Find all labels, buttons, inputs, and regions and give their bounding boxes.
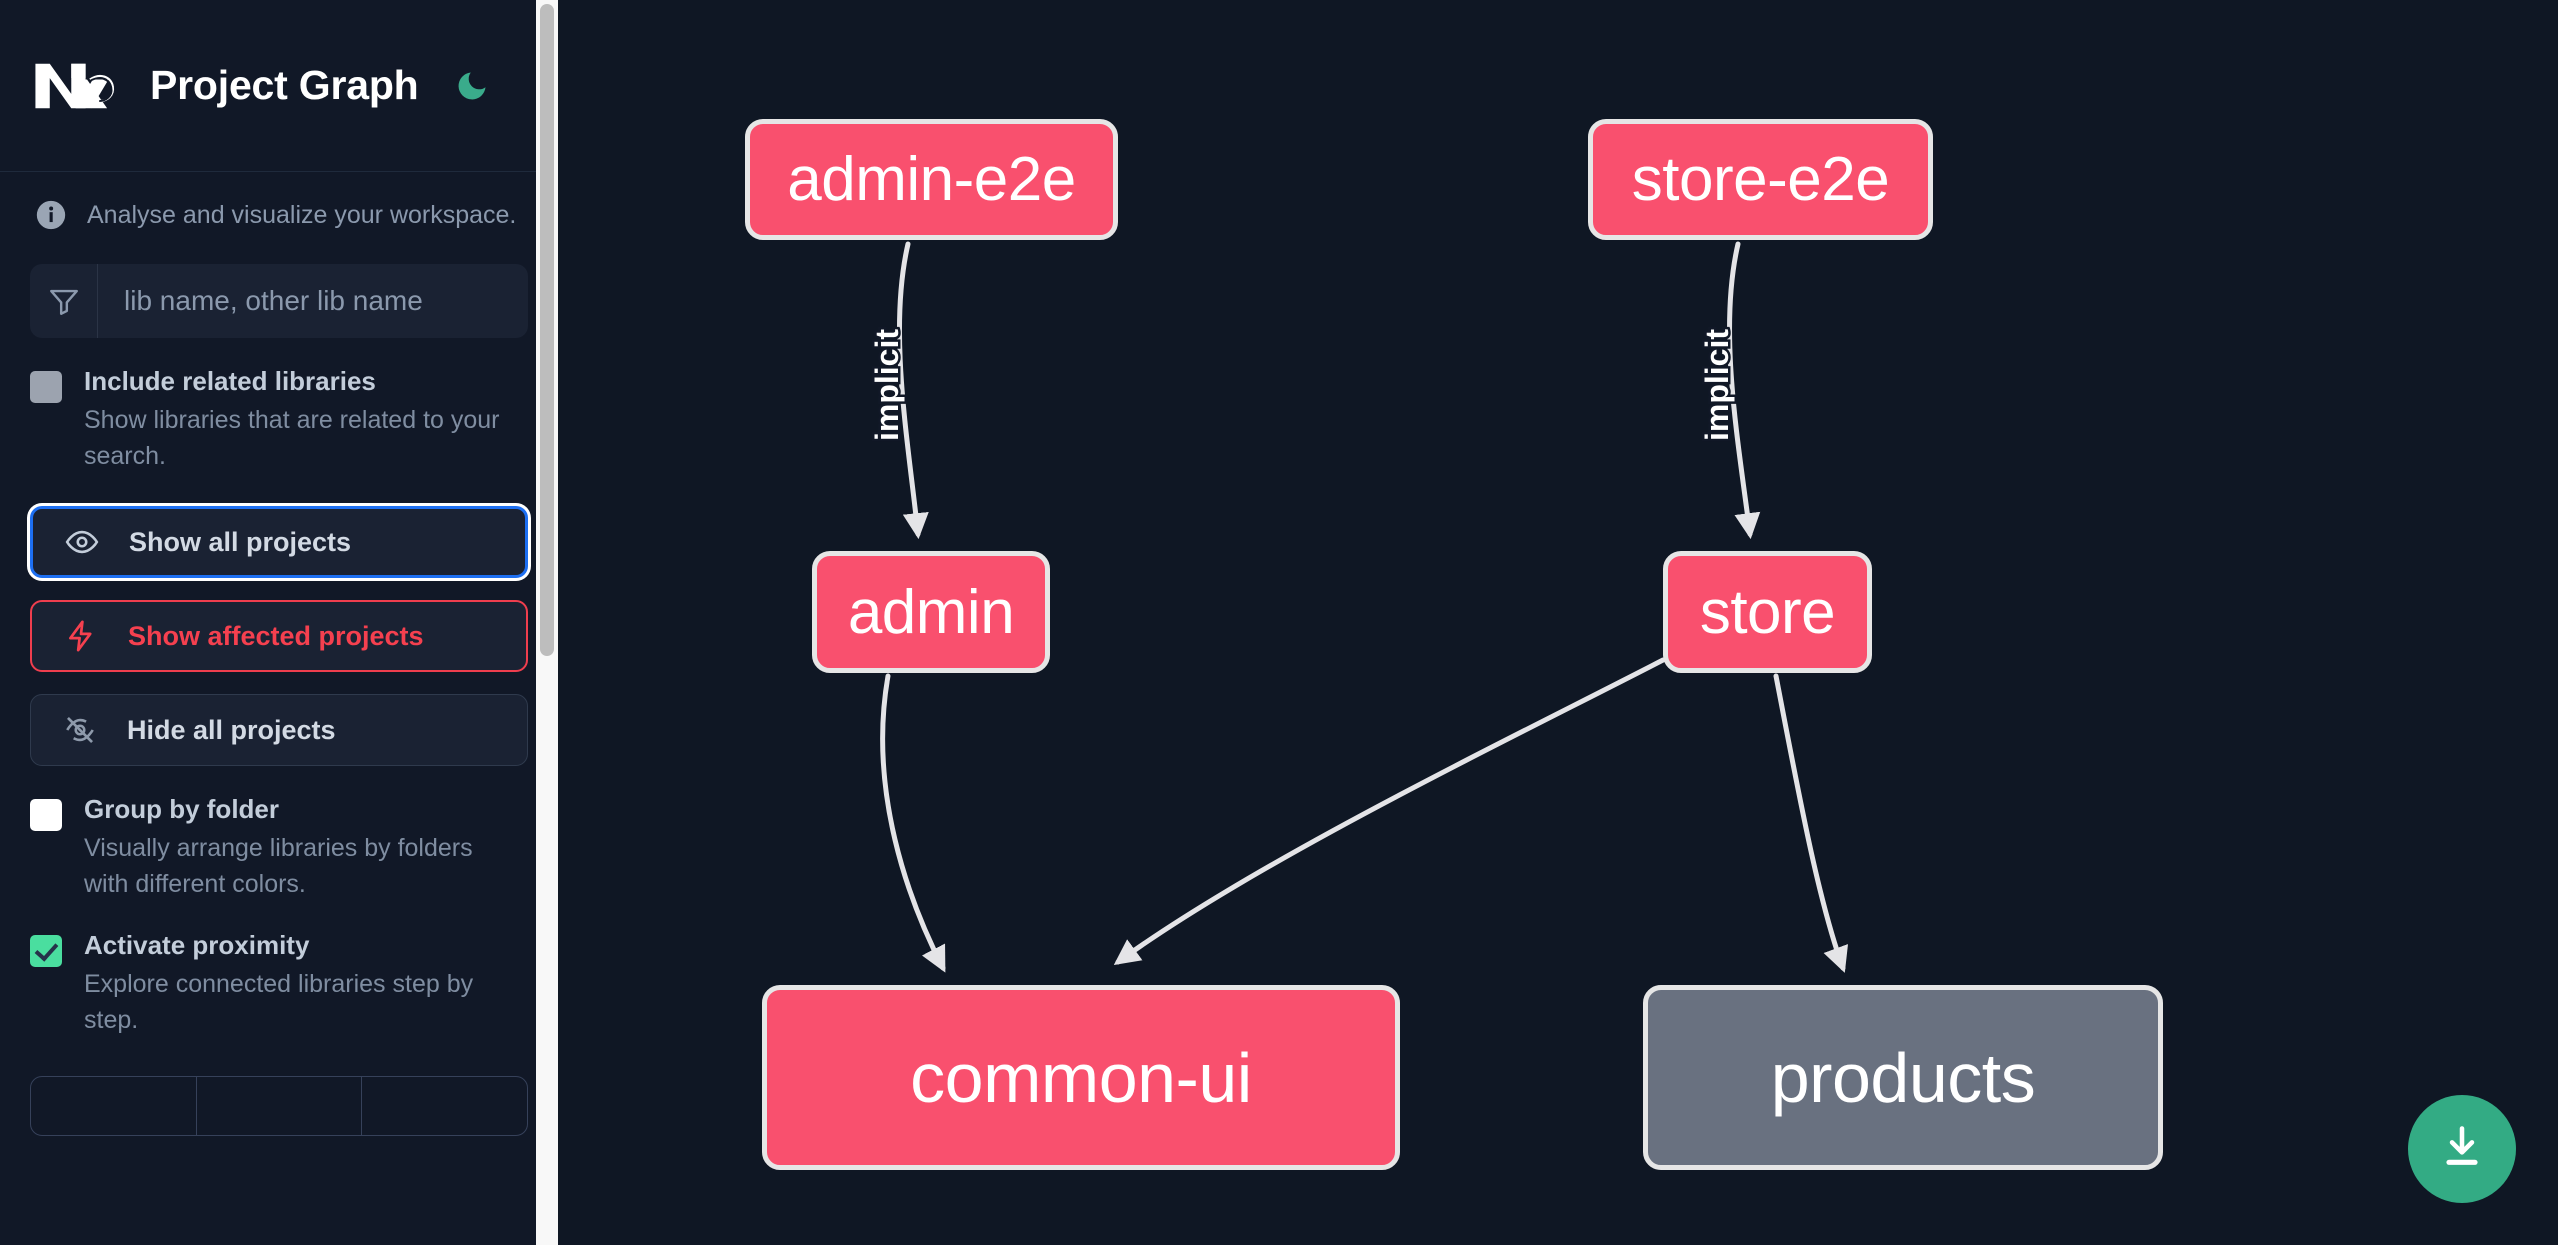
group-by-folder-description: Visually arrange libraries by folders wi… <box>84 834 473 898</box>
sidebar-header: Project Graph <box>0 0 558 172</box>
proximity-segmented-control <box>30 1076 528 1137</box>
lightning-bolt-icon <box>62 617 100 655</box>
sidebar-scrollbar-thumb[interactable] <box>540 4 554 656</box>
segmented-item-1[interactable] <box>31 1077 197 1136</box>
sidebar-tagline-text: Analyse and visualize your workspace. <box>87 200 517 229</box>
graph-node-common-ui[interactable]: common-ui <box>762 985 1400 1170</box>
edge-admin-common-ui <box>880 673 946 973</box>
graph-node-admin-e2e[interactable]: admin-e2e <box>745 119 1118 240</box>
moon-icon[interactable] <box>451 65 493 107</box>
checkbox-row-group-by-folder: Group by folder Visually arrange librari… <box>0 766 558 902</box>
hide-all-projects-button[interactable]: Hide all projects <box>30 694 528 767</box>
include-related-libraries-description: Show libraries that are related to your … <box>84 406 500 470</box>
include-related-libraries-texts: Include related libraries Show libraries… <box>84 364 528 474</box>
graph-node-store-e2e[interactable]: store-e2e <box>1588 119 1933 240</box>
page-title: Project Graph <box>150 62 419 108</box>
sidebar: Project Graph Analyse and visualize yo <box>0 0 558 1245</box>
sidebar-scrollbar-track[interactable] <box>536 0 558 1245</box>
graph-node-admin[interactable]: admin <box>812 551 1050 673</box>
include-related-libraries-checkbox[interactable] <box>30 371 62 403</box>
checkbox-row-include-related-libraries: Include related libraries Show libraries… <box>0 338 558 474</box>
activate-proximity-description: Explore connected libraries step by step… <box>84 970 474 1034</box>
graph-canvas[interactable]: implicit implicit admin-e2e store-e2e ad… <box>558 0 2558 1245</box>
search-wrapper <box>0 254 558 338</box>
graph-node-common-ui-label: common-ui <box>910 1038 1252 1117</box>
show-affected-projects-label: Show affected projects <box>128 620 424 651</box>
edge-label-implicit-store: implicit <box>1699 329 1735 441</box>
edge-admin-e2e-admin <box>896 241 929 540</box>
download-graph-button[interactable] <box>2408 1095 2516 1203</box>
graph-node-store-e2e-label: store-e2e <box>1631 145 1890 214</box>
graph-node-store[interactable]: store <box>1663 551 1872 673</box>
search-box[interactable] <box>30 264 528 338</box>
eye-off-icon <box>61 711 99 749</box>
group-by-folder-label[interactable]: Group by folder <box>84 794 279 825</box>
edge-store-e2e-store <box>1727 241 1761 540</box>
graph-node-products[interactable]: products <box>1643 985 2163 1170</box>
segmented-item-2[interactable] <box>197 1077 363 1136</box>
filter-icon <box>30 264 98 338</box>
graph-node-admin-label: admin <box>847 577 1015 647</box>
checkbox-row-activate-proximity: Activate proximity Explore connected lib… <box>0 902 558 1038</box>
sidebar-tagline: Analyse and visualize your workspace. <box>0 172 558 254</box>
activate-proximity-label[interactable]: Activate proximity <box>84 930 310 961</box>
group-by-folder-checkbox[interactable] <box>30 799 62 832</box>
search-input[interactable] <box>98 264 528 338</box>
group-by-folder-texts: Group by folder Visually arrange librari… <box>84 792 528 902</box>
edge-store-products <box>1773 673 1849 973</box>
download-icon <box>2436 1122 2488 1177</box>
graph-node-products-label: products <box>1770 1038 2036 1117</box>
activate-proximity-texts: Activate proximity Explore connected lib… <box>84 928 528 1038</box>
activate-proximity-checkbox[interactable] <box>30 935 62 968</box>
segmented-item-3[interactable] <box>362 1077 527 1135</box>
nx-logo <box>34 55 120 117</box>
show-all-projects-label: Show all projects <box>129 526 352 557</box>
hide-all-projects-label: Hide all projects <box>127 714 336 745</box>
graph-edges: implicit implicit <box>867 241 1849 973</box>
eye-icon <box>63 523 101 561</box>
show-affected-projects-button[interactable]: Show affected projects <box>30 600 528 673</box>
project-visibility-buttons: Show all projects Show affected projects <box>0 474 558 767</box>
graph-node-store-label: store <box>1699 577 1836 647</box>
edge-label-implicit-admin: implicit <box>869 329 905 441</box>
graph-node-admin-e2e-label: admin-e2e <box>787 145 1076 214</box>
info-icon <box>34 198 68 232</box>
include-related-libraries-label[interactable]: Include related libraries <box>84 366 376 396</box>
show-all-projects-button[interactable]: Show all projects <box>30 506 528 579</box>
edge-store-common-ui <box>1113 657 1666 966</box>
